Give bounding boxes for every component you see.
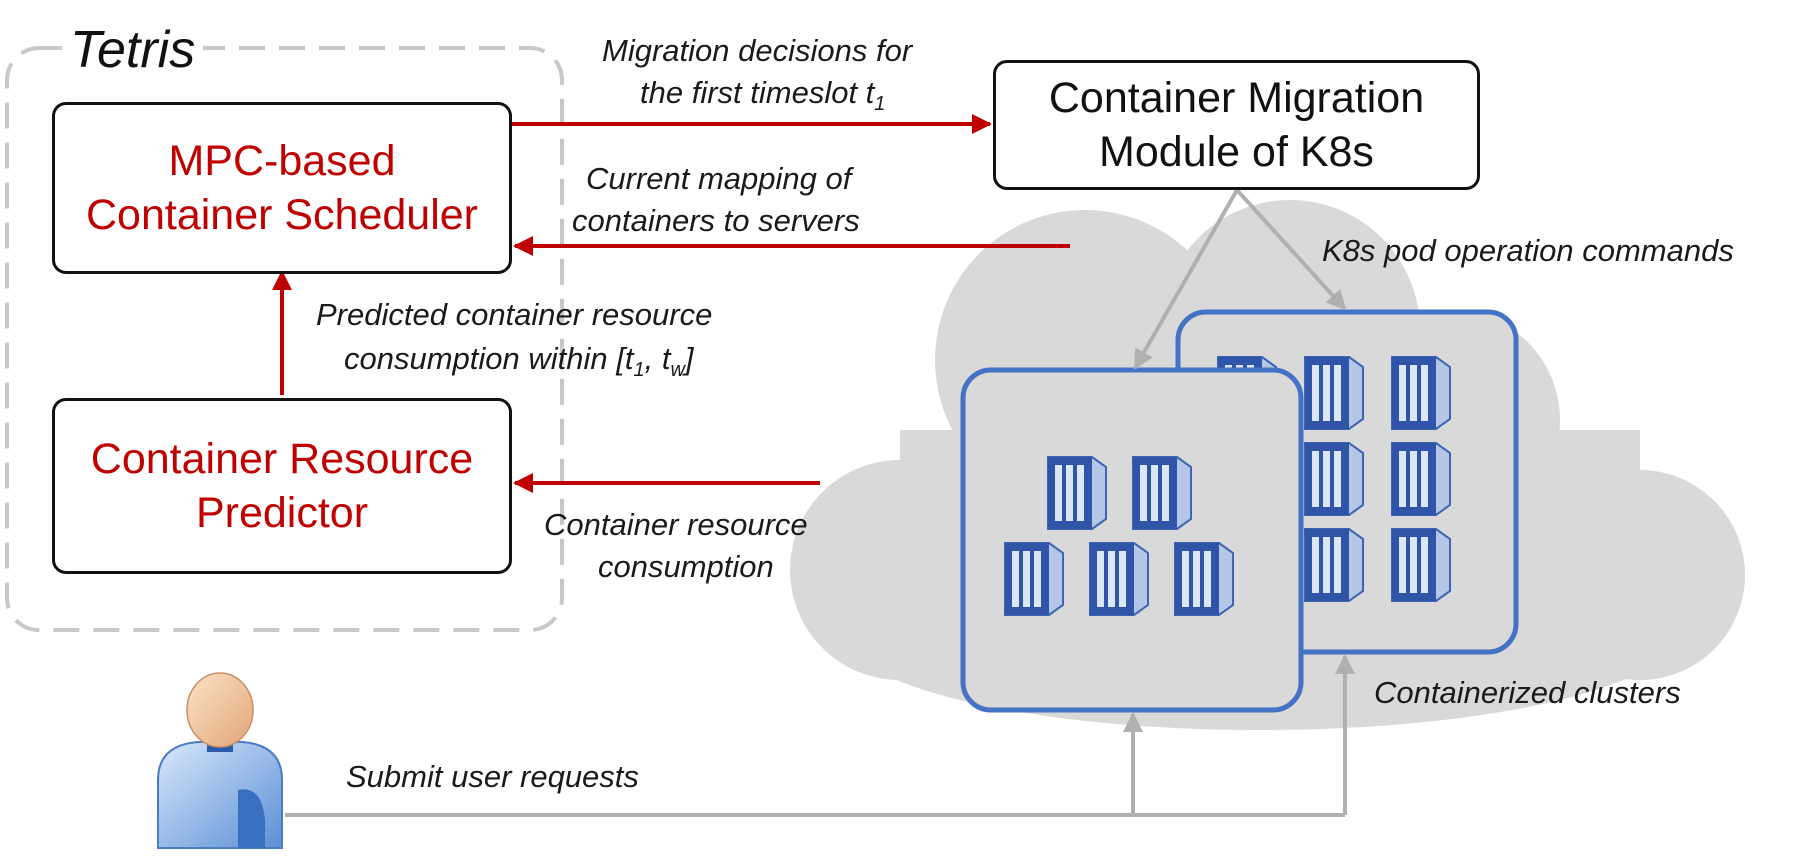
arrow-k8s-front xyxy=(1133,189,1239,370)
scheduler-box: MPC-based Container Scheduler xyxy=(52,102,512,274)
decisions-label-text: the first timeslot t xyxy=(640,75,875,110)
predicted-text-a: consumption within [t xyxy=(344,341,634,376)
tetris-title: Tetris xyxy=(62,20,204,80)
migration-label-line2: Module of K8s xyxy=(1099,128,1374,176)
predicted-sub-w: w xyxy=(670,359,685,382)
decisions-label-line1: Migration decisions for xyxy=(602,33,913,68)
container-icon xyxy=(1304,356,1364,430)
migration-label-line1: Container Migration xyxy=(1048,74,1425,122)
arrow-k8s-back xyxy=(1235,188,1347,311)
consumption-label-line1: Container resource xyxy=(544,507,808,542)
clusters-label: Containerized clusters xyxy=(1374,675,1681,710)
container-icon xyxy=(1089,542,1149,616)
container-icon xyxy=(1004,542,1064,616)
container-icon xyxy=(1391,528,1451,602)
cluster-front xyxy=(960,367,1304,713)
container-icon xyxy=(1304,442,1364,516)
predicted-text-b: , t xyxy=(644,341,671,376)
container-icon xyxy=(1174,542,1234,616)
predicted-sub-1: 1 xyxy=(633,359,645,382)
decisions-label-line2: the first timeslot t1 xyxy=(640,72,885,125)
mapping-label-line1: Current mapping of xyxy=(586,161,852,196)
mapping-label-line2: containers to servers xyxy=(572,203,860,238)
predicted-label-line2: consumption within [t1, tw] xyxy=(344,338,694,391)
container-icon xyxy=(1047,456,1107,530)
predictor-label-line2: Predictor xyxy=(195,489,369,537)
container-icon xyxy=(1391,442,1451,516)
predictor-label-line1: Container Resource xyxy=(90,435,474,483)
container-icon xyxy=(1391,356,1451,430)
predicted-text-c: ] xyxy=(684,341,694,376)
container-icon xyxy=(1304,528,1364,602)
scheduler-label-line2: Container Scheduler xyxy=(85,191,479,239)
scheduler-label-line1: MPC-based xyxy=(168,137,396,185)
predicted-label-line1: Predicted container resource xyxy=(316,297,713,332)
submit-requests-label: Submit user requests xyxy=(346,759,639,794)
user-icon xyxy=(157,672,283,849)
consumption-label-line2: consumption xyxy=(598,549,774,584)
migration-module-box: Container Migration Module of K8s xyxy=(993,60,1480,190)
decisions-label-sub: 1 xyxy=(874,93,886,116)
predictor-box: Container Resource Predictor xyxy=(52,398,512,574)
k8s-commands-label: K8s pod operation commands xyxy=(1322,233,1734,268)
container-icon xyxy=(1132,456,1192,530)
tetris-frame xyxy=(5,46,564,632)
